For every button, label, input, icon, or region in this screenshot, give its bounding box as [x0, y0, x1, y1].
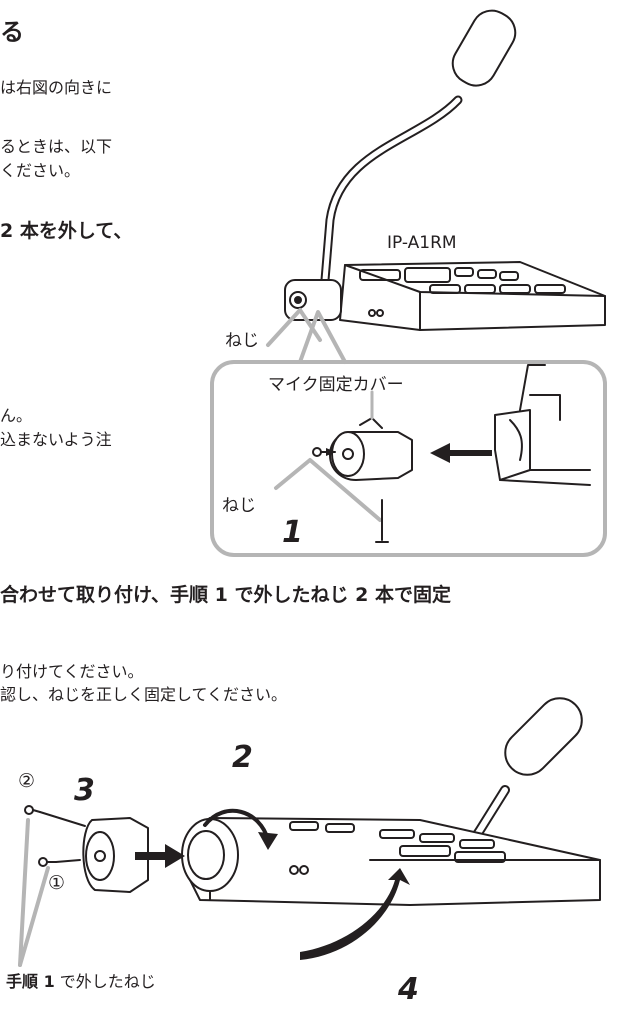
cover-label: マイク固定カバー	[268, 375, 404, 395]
caption-rest: で外したねじ	[54, 972, 156, 991]
callout-box	[210, 360, 607, 557]
step1-title: 2 本を外して、	[0, 220, 133, 242]
rotate-arrow-2	[203, 808, 270, 842]
step-number-4: 4	[398, 972, 419, 1007]
mic-head-top	[451, 9, 517, 87]
marker-1: ①	[48, 872, 66, 894]
ip-a1rm-unit	[339, 261, 606, 331]
step-number-3: 3	[74, 773, 95, 808]
swing-arrow-4	[300, 868, 410, 960]
mic-head-bottom	[504, 697, 583, 776]
intro-line-2: るときは、以下	[0, 137, 113, 156]
note-line-2: 込まないよう注	[0, 430, 112, 449]
caption-bold: 手順 1	[6, 972, 55, 991]
model-label: IP-A1RM	[387, 233, 457, 253]
arrow-attach-bottom	[135, 844, 185, 868]
mic-fixing-cover-bottom	[82, 817, 149, 893]
step-number-1: 1	[282, 515, 303, 550]
step2-note-1: り付けてください。	[0, 662, 144, 681]
intro-line-1: は右図の向きに	[0, 78, 113, 97]
mic-base-detail	[494, 364, 591, 486]
screw-label-inner: ねじ	[222, 496, 256, 516]
step-number-2: 2	[232, 740, 253, 775]
screw-2	[24, 805, 41, 815]
screw-1	[38, 857, 57, 867]
note-line-1: ん。	[0, 406, 33, 425]
screw-bottom	[375, 499, 389, 543]
intro-line-3: ください。	[0, 161, 81, 180]
ip-a1rm-unit-bottom	[189, 817, 601, 906]
caption-removed-screws: 手順 1 で外したねじ	[6, 968, 156, 992]
step2-note-2: 認し、ねじを正しく固定してください。	[0, 685, 288, 704]
arrow-attach-direction	[430, 443, 492, 463]
screw-label-outer: ねじ	[225, 331, 259, 351]
step2-title: 合わせて取り付け、手順 1 で外したねじ 2 本で固定	[0, 584, 451, 606]
mic-fixing-cover	[329, 390, 413, 481]
marker-2: ②	[18, 770, 36, 792]
section-heading: る	[0, 18, 24, 46]
